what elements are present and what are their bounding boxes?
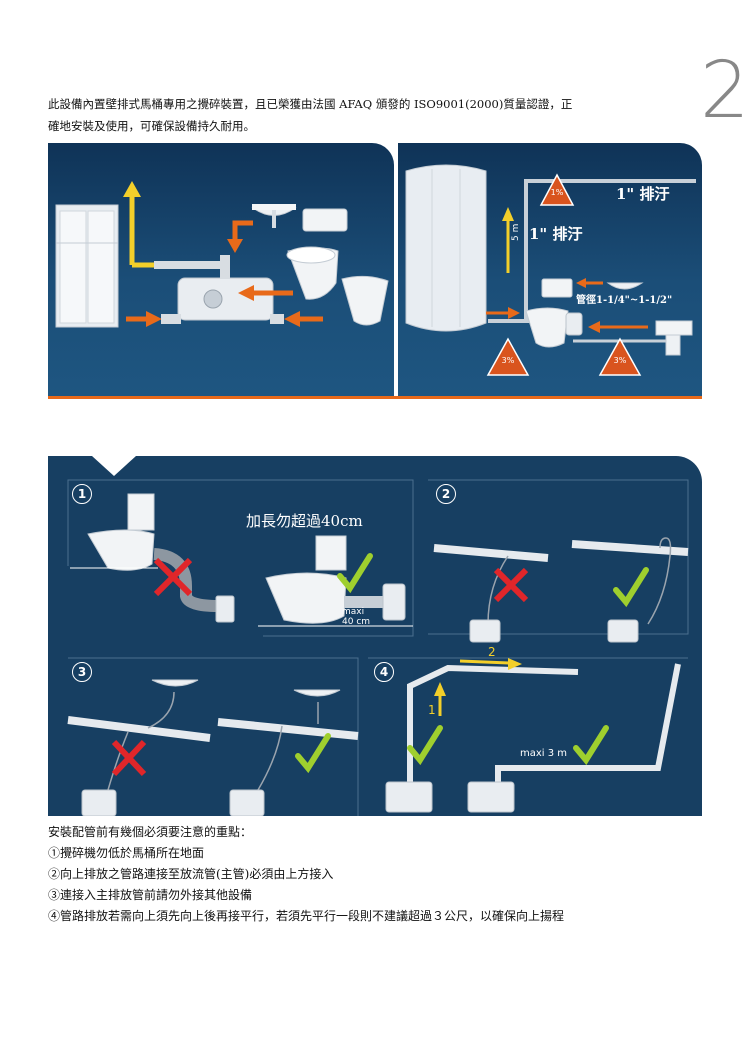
installation-rules-illustration: 加長勿超過40cm maxi 40 cm xyxy=(67,479,689,816)
upward-discharge-arrow xyxy=(123,181,156,268)
vertical-discharge-label: 1" 排汙 xyxy=(529,225,582,243)
step2-correct-setup xyxy=(571,537,689,643)
note-item-1: ①攪碎機勿低於馬桶所在地面 xyxy=(48,846,205,860)
sink-icon xyxy=(606,282,644,290)
step-2-badge: 2 xyxy=(436,484,456,504)
drain-pipe-illustration: 5 m 1" 排汙 1" 排汙 1% xyxy=(405,164,696,376)
intro-paragraph: 此設備內置壁排式馬桶專用之攪碎裝置，且已榮獲由法國 AFAQ 頒發的 ISO90… xyxy=(48,93,698,137)
intro-line-2: 確地安裝及使用，可確保設備持久耐用。 xyxy=(48,119,255,133)
step1-check-icon xyxy=(337,553,373,594)
height-arrow xyxy=(502,207,514,273)
installation-notes: 安裝配管前有幾個必須要注意的重點： ①攪碎機勿低於馬桶所在地面 ②向上排放之管路… xyxy=(48,822,728,927)
slope-warning-left-icon: 3% xyxy=(486,337,530,376)
slope-warning-top-icon: 1% xyxy=(539,173,575,206)
step3-wrong-setup xyxy=(67,679,211,816)
step1-length: 40 cm xyxy=(342,617,370,627)
sink-drain-arrow xyxy=(227,220,253,253)
note-item-2: ②向上排放之管路連接至放流管(主管)必須由上方接入 xyxy=(48,867,334,881)
pipe-diameter-label: 管徑1-1/4"~1-1/2" xyxy=(576,293,672,306)
inlet-arrows xyxy=(126,285,323,327)
step1-correct-setup xyxy=(258,535,413,627)
toilet-icon xyxy=(286,208,348,300)
sink-icon xyxy=(251,204,297,228)
page-number: 2 xyxy=(700,46,750,136)
intro-line-1: 此設備內置壁排式馬桶專用之攪碎裝置，且已榮獲由法國 AFAQ 頒發的 ISO90… xyxy=(48,97,573,111)
step4-check-icon-right xyxy=(573,725,609,766)
slope-right-label: 3% xyxy=(614,356,627,365)
shower-cabin-icon xyxy=(55,204,119,328)
grinder-connection-illustration xyxy=(55,181,389,328)
step4-correct-up-then-flat xyxy=(385,658,579,813)
step1-maxi: maxi xyxy=(342,607,364,617)
step-1-badge: 1 xyxy=(72,484,92,504)
step4-maxi-label: maxi 3 m xyxy=(520,748,567,759)
step3-check-icon xyxy=(295,733,331,774)
step4-correct-flat-then-up xyxy=(467,663,681,813)
round-shower-icon xyxy=(405,164,487,332)
washbasin-icon xyxy=(655,320,693,356)
step4-label-1: 1 xyxy=(428,703,436,717)
bidet-icon xyxy=(341,275,389,326)
step4-check-icon-left xyxy=(407,725,443,766)
step3-cross-icon xyxy=(111,739,147,777)
slope-warning-right-icon: 3% xyxy=(598,337,642,376)
section-divider xyxy=(48,396,702,399)
step1-wrong-setup xyxy=(70,493,235,623)
slope-left-label: 3% xyxy=(502,356,515,365)
step1-cross-icon xyxy=(153,557,193,597)
installation-rules-panel: 加長勿超過40cm maxi 40 cm xyxy=(48,456,702,816)
step3-correct-setup xyxy=(217,689,359,816)
connection-diagram-right: 5 m 1" 排汙 1" 排汙 1% xyxy=(398,143,702,398)
step2-check-icon xyxy=(613,567,649,608)
height-label: 5 m xyxy=(511,224,521,241)
note-item-3: ③連接入主排放管前請勿外接其他設備 xyxy=(48,888,253,902)
notes-heading: 安裝配管前有幾個必須要注意的重點： xyxy=(48,825,253,839)
note-item-4: ④管路排放若需向上須先向上後再接平行，若須先平行一段則不建議超過３公尺，以確保向… xyxy=(48,909,565,923)
step-4-badge: 4 xyxy=(374,662,394,682)
step4-label-2: 2 xyxy=(488,645,496,659)
panel-notch xyxy=(92,456,136,476)
top-discharge-label: 1" 排汙 xyxy=(616,185,669,203)
step-3-badge: 3 xyxy=(72,662,92,682)
slope-top-label: 1% xyxy=(551,188,564,197)
flow-arrows xyxy=(486,278,648,333)
step2-cross-icon xyxy=(493,567,529,603)
step1-caption: 加長勿超過40cm xyxy=(246,512,363,530)
connection-diagram-left xyxy=(48,143,394,398)
toilet-grinder-icon xyxy=(525,278,583,348)
step2-wrong-setup xyxy=(433,544,549,643)
